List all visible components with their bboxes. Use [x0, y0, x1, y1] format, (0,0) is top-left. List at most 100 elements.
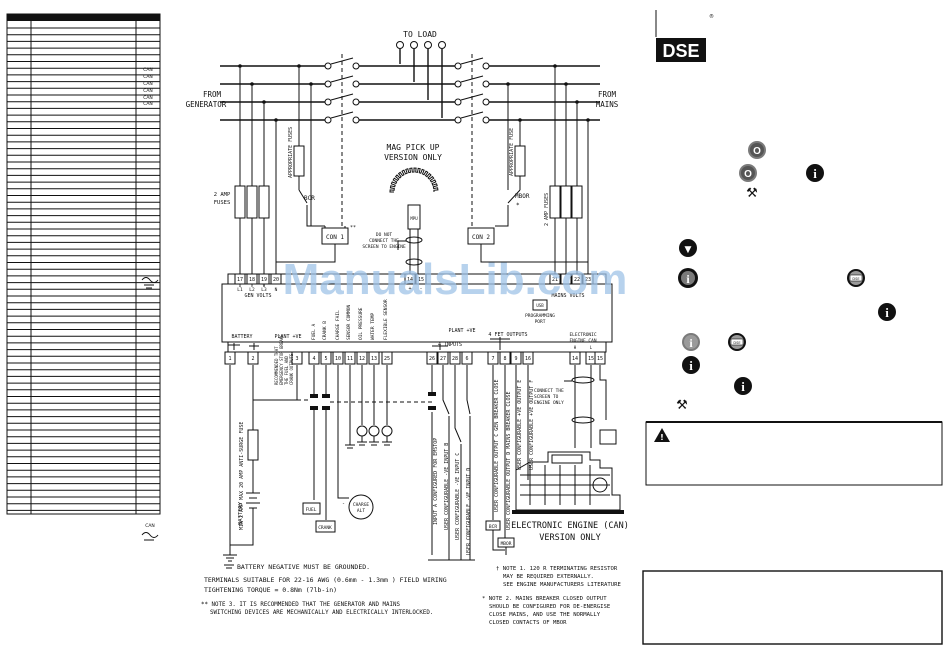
bottom-terminal[interactable] — [247, 351, 259, 365]
top-terminal[interactable] — [258, 273, 270, 285]
bottom-terminal-number: 1 — [228, 356, 231, 362]
stop-button-icon[interactable]: O — [748, 141, 766, 159]
can-label: CAN — [143, 67, 153, 73]
note-line: ** NOTE 3. IT IS RECOMMENDED THAT THE GE… — [201, 602, 400, 608]
earth-symbol-icon — [141, 277, 159, 289]
bottom-terminal[interactable] — [426, 351, 438, 365]
bcr-label: BCR — [304, 195, 315, 202]
battery-terminal-label: BATTERY — [231, 334, 252, 340]
bottom-terminal[interactable] — [461, 351, 473, 365]
mains-volts-label: MAINS VOLTS — [551, 293, 584, 299]
note-line: * NOTE 2. MAINS BREAKER CLOSED OUTPUT — [482, 596, 607, 602]
dse-trademark: ® — [709, 13, 714, 20]
warning-box: ! — [645, 421, 943, 486]
info-glyph: i — [885, 305, 889, 320]
inputs-wiring: INPUT A CONFIGURED FOR EMSTOP USER CONFI… — [428, 365, 475, 561]
mpu-plus-sign: + — [408, 286, 411, 292]
bottom-terminal[interactable] — [522, 351, 534, 365]
top-terminal[interactable] — [404, 273, 416, 285]
table-frame — [6, 13, 161, 515]
recommend-note: THE FUEL AND — [284, 356, 289, 385]
bottom-terminal[interactable] — [449, 351, 461, 365]
top-terminal[interactable] — [234, 273, 246, 285]
sensors — [345, 365, 393, 449]
warning-triangle-icon — [654, 428, 670, 442]
bottom-terminal-number: 8 — [503, 356, 506, 362]
can-label: CAN — [143, 95, 153, 101]
bottom-terminal[interactable] — [308, 351, 320, 365]
bottom-terminal[interactable] — [499, 351, 511, 365]
top-terminal-number: 14 — [407, 277, 413, 283]
bottom-terminal[interactable] — [487, 351, 499, 365]
note-line: TIGHTENING TORQUE = 0.8Nm (7lb-in) — [204, 586, 337, 594]
gen-volts-label: GEN VOLTS — [244, 293, 271, 299]
top-terminal[interactable] — [582, 273, 594, 285]
mbor-asterisk: * — [516, 202, 520, 209]
down-glyph: ▼ — [685, 245, 692, 255]
top-terminal[interactable] — [560, 273, 572, 285]
output-f-label: USER CONFIGURABLE +VE OUTPUT F — [529, 380, 535, 470]
oil-pressure-label: OIL PRESSURE — [358, 307, 364, 340]
top-terminal[interactable] — [415, 273, 427, 285]
dse-key-icon[interactable]: DSE — [847, 269, 865, 287]
top-terminal[interactable] — [549, 273, 561, 285]
top-terminal-number: 21 — [552, 277, 558, 283]
table-header — [7, 14, 160, 21]
info-icon: i — [682, 333, 700, 351]
dse-key-icon[interactable]: DSE — [728, 333, 746, 351]
can-l-label: L — [590, 345, 593, 350]
input-c-label: USER CONFIGURABLE -VE INPUT C — [455, 453, 461, 540]
water-temp-label: WATER TEMP — [370, 313, 376, 340]
programming-port-label: PROGRAMMING — [525, 313, 555, 319]
bottom-terminal[interactable] — [594, 351, 606, 365]
bottom-terminal[interactable] — [569, 351, 581, 365]
bcr-box-label: BCR — [489, 524, 497, 530]
gen-terminal-label: L2 — [249, 287, 255, 293]
mpu-label: MPU — [410, 216, 418, 221]
recommend-note: RECOMMENDED THAT — [274, 346, 279, 385]
con1-label: CON 1 — [326, 234, 344, 241]
bottom-terminal[interactable] — [320, 351, 332, 365]
programming-port-label: PORT — [535, 319, 546, 325]
top-terminal-number: 15 — [418, 277, 424, 283]
bottom-terminal[interactable] — [224, 351, 236, 365]
mains-2amp-label: 2 AMP FUSES — [544, 193, 550, 226]
bottom-terminal[interactable] — [356, 351, 368, 365]
bottom-terminal[interactable] — [332, 351, 344, 365]
info-glyph: i — [686, 272, 690, 286]
gen-terminal-label: L3 — [261, 287, 267, 293]
input-a-label: INPUT A CONFIGURED FOR EMSTOP — [433, 438, 439, 525]
mag-title: VERSION ONLY — [384, 153, 442, 162]
note-line: SHOULD BE CONFIGURED FOR DE-ENERGISE — [489, 604, 611, 610]
top-terminal[interactable] — [571, 273, 583, 285]
bottom-terminal[interactable] — [381, 351, 393, 365]
plant-ve2-label: PLANT +VE — [448, 328, 475, 334]
fet-outputs-label: 4 FET OUTPUTS — [488, 332, 527, 338]
ecu-can-label: ELECTRONIC — [569, 332, 596, 338]
stop-button-icon[interactable]: O — [739, 164, 757, 182]
top-terminal-number: 20 — [273, 277, 279, 283]
bottom-terminal[interactable] — [368, 351, 380, 365]
sensor-common-label: SENSOR COMMON — [346, 304, 352, 340]
bottom-terminal[interactable] — [344, 351, 356, 365]
bottom-terminal-number: 10 — [335, 356, 341, 362]
scroll-down-icon[interactable]: ▼ — [679, 239, 697, 257]
gen-terminal-label: N — [275, 287, 278, 293]
tools-icon: ⚒ — [746, 186, 758, 201]
top-terminal[interactable] — [270, 273, 282, 285]
recommend-note: CRANK OUTPUTS — [289, 353, 294, 385]
bottom-terminal[interactable] — [510, 351, 522, 365]
mag-pickup: MAG PICK UP VERSION ONLY MPU DO NOT CONN… — [362, 143, 442, 274]
bottom-terminal-number: 6 — [465, 356, 468, 362]
input-d-label: USER CONFIGURABLE -VE INPUT D — [466, 468, 472, 555]
top-terminal-number: 18 — [249, 277, 255, 283]
output-c-label: USER CONFIGURABLE OUTPUT C GEN BREAKER C… — [494, 380, 500, 512]
bottom-terminal-number: 9 — [514, 356, 517, 362]
from-mains-label: MAINS — [596, 100, 619, 109]
bottom-terminal-number: 26 — [429, 356, 435, 362]
bottom-terminal[interactable] — [437, 351, 449, 365]
programming-port[interactable]: USB PROGRAMMING PORT — [525, 299, 555, 325]
bottom-terminal[interactable] — [291, 351, 303, 365]
top-terminal[interactable] — [246, 273, 258, 285]
mains-bus — [489, 64, 600, 274]
